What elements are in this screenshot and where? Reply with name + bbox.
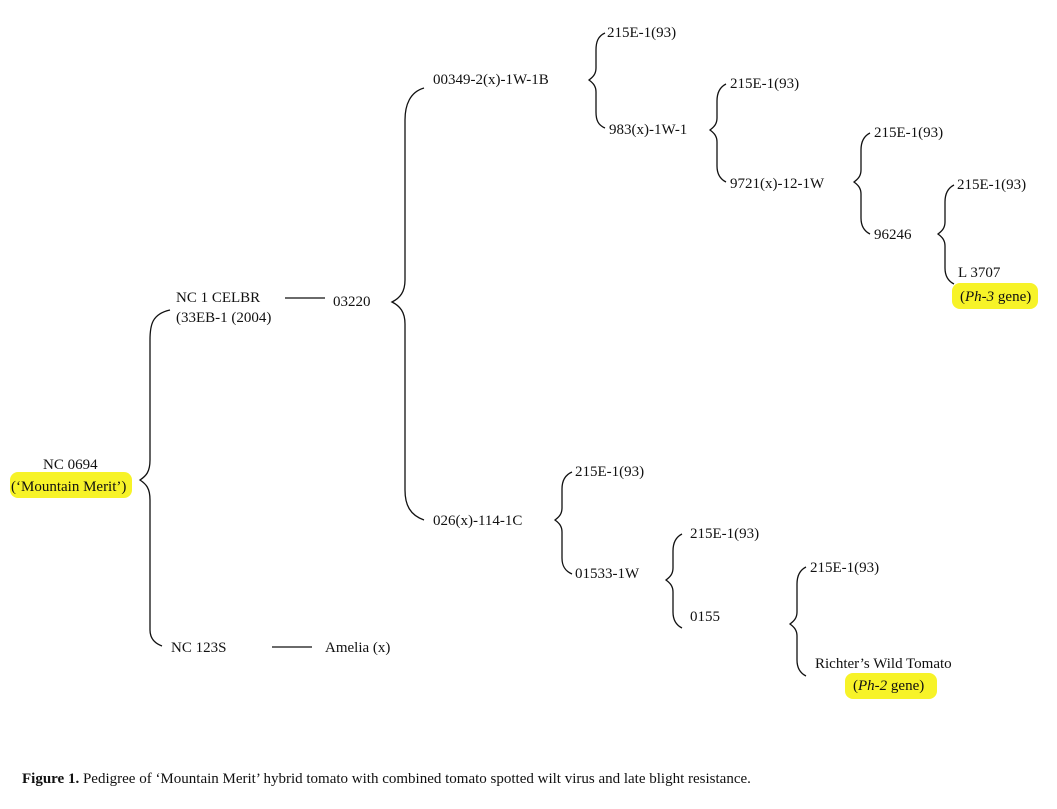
label-215e-d: 215E-1(93) — [957, 177, 1026, 193]
figure-caption: Figure 1. Pedigree of ‘Mountain Merit’ h… — [22, 771, 1042, 788]
label-0155: 0155 — [690, 609, 720, 625]
label-215e-e: 215E-1(93) — [575, 464, 644, 480]
bracket-01533 — [664, 533, 683, 629]
label-03220: 03220 — [333, 294, 371, 310]
label-983: 983(x)-1W-1 — [609, 122, 687, 138]
bracket-96246 — [936, 184, 955, 285]
caption-label: Figure 1. — [22, 771, 80, 787]
label-96246: 96246 — [874, 227, 912, 243]
bracket-983 — [708, 83, 727, 183]
bracket-03220 — [390, 87, 425, 521]
label-nc0694: NC 0694 — [43, 457, 98, 473]
label-mountain-merit: (‘Mountain Merit’) — [11, 479, 126, 495]
bracket-9721 — [852, 132, 871, 235]
bracket-0155 — [788, 566, 807, 677]
bracket-026 — [553, 471, 573, 575]
label-215e-f: 215E-1(93) — [690, 526, 759, 542]
bracket-root — [138, 309, 171, 647]
highlight-mountain-merit — [10, 472, 132, 498]
label-215e-c: 215E-1(93) — [874, 125, 943, 141]
bracket-lines — [138, 32, 955, 677]
label-33eb-1: (33EB-1 (2004) — [176, 310, 271, 326]
label-amelia: Amelia (x) — [325, 640, 390, 656]
label-01533: 01533-1W — [575, 566, 640, 582]
label-00349: 00349-2(x)-1W-1B — [433, 72, 549, 88]
label-215e-a: 215E-1(93) — [607, 25, 676, 41]
label-ph2-gene: (Ph-2 gene) — [853, 678, 924, 694]
highlight-ph3-gene — [952, 283, 1038, 309]
label-026: 026(x)-114-1C — [433, 513, 522, 529]
label-215e-g: 215E-1(93) — [810, 560, 879, 576]
caption-text: Pedigree of ‘Mountain Merit’ hybrid toma… — [79, 771, 751, 787]
label-l3707: L 3707 — [958, 265, 1001, 281]
bracket-00349 — [587, 32, 606, 129]
label-ph3-gene: (Ph-3 gene) — [960, 289, 1031, 305]
label-9721: 9721(x)-12-1W — [730, 176, 825, 192]
highlight-ph2-gene — [845, 673, 937, 699]
label-richter: Richter’s Wild Tomato — [815, 656, 952, 672]
label-nc1-celbr: NC 1 CELBR — [176, 290, 260, 306]
label-215e-b: 215E-1(93) — [730, 76, 799, 92]
label-nc123s: NC 123S — [171, 640, 226, 656]
